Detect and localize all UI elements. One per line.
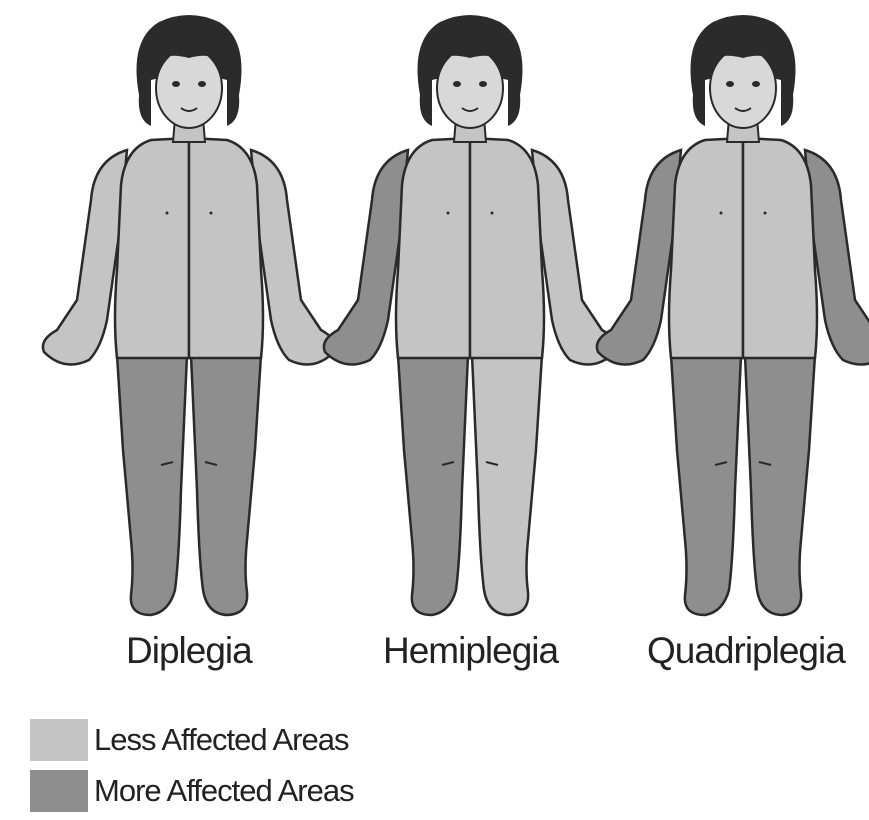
leg-right-region [191, 355, 261, 615]
torso-right-region [470, 138, 544, 358]
facial-feature [720, 212, 723, 215]
leg-left-region [671, 355, 741, 615]
facial-feature [491, 212, 494, 215]
torso-left-region [396, 138, 470, 358]
figure-diplegia [43, 15, 335, 615]
facial-feature [210, 212, 213, 215]
leg-left-region [117, 355, 187, 615]
leg-right-region [745, 355, 815, 615]
figure-quadriplegia [597, 15, 869, 615]
facial-feature [453, 81, 461, 87]
face [156, 48, 222, 128]
label-hemiplegia: Hemiplegia [383, 630, 558, 672]
facial-feature [764, 212, 767, 215]
legend-more-label: More Affected Areas [94, 773, 354, 809]
leg-left-region [398, 355, 468, 615]
torso-right-region [743, 138, 817, 358]
face [437, 48, 503, 128]
label-diplegia: Diplegia [126, 630, 252, 672]
torso-left-region [115, 138, 189, 358]
legend-more-swatch [30, 770, 88, 812]
legend-less-swatch [30, 719, 88, 761]
facial-feature [172, 81, 180, 87]
facial-feature [752, 81, 760, 87]
legend-less-label: Less Affected Areas [94, 722, 348, 758]
facial-feature [198, 81, 206, 87]
facial-feature [479, 81, 487, 87]
legend-more: More Affected Areas [30, 769, 354, 813]
facial-feature [726, 81, 734, 87]
face [710, 48, 776, 128]
figure-hemiplegia [324, 15, 616, 615]
torso-right-region [189, 138, 263, 358]
legend-less: Less Affected Areas [30, 718, 348, 762]
facial-feature [166, 212, 169, 215]
torso-left-region [669, 138, 743, 358]
leg-right-region [472, 355, 542, 615]
facial-feature [447, 212, 450, 215]
label-quadriplegia: Quadriplegia [647, 630, 845, 672]
